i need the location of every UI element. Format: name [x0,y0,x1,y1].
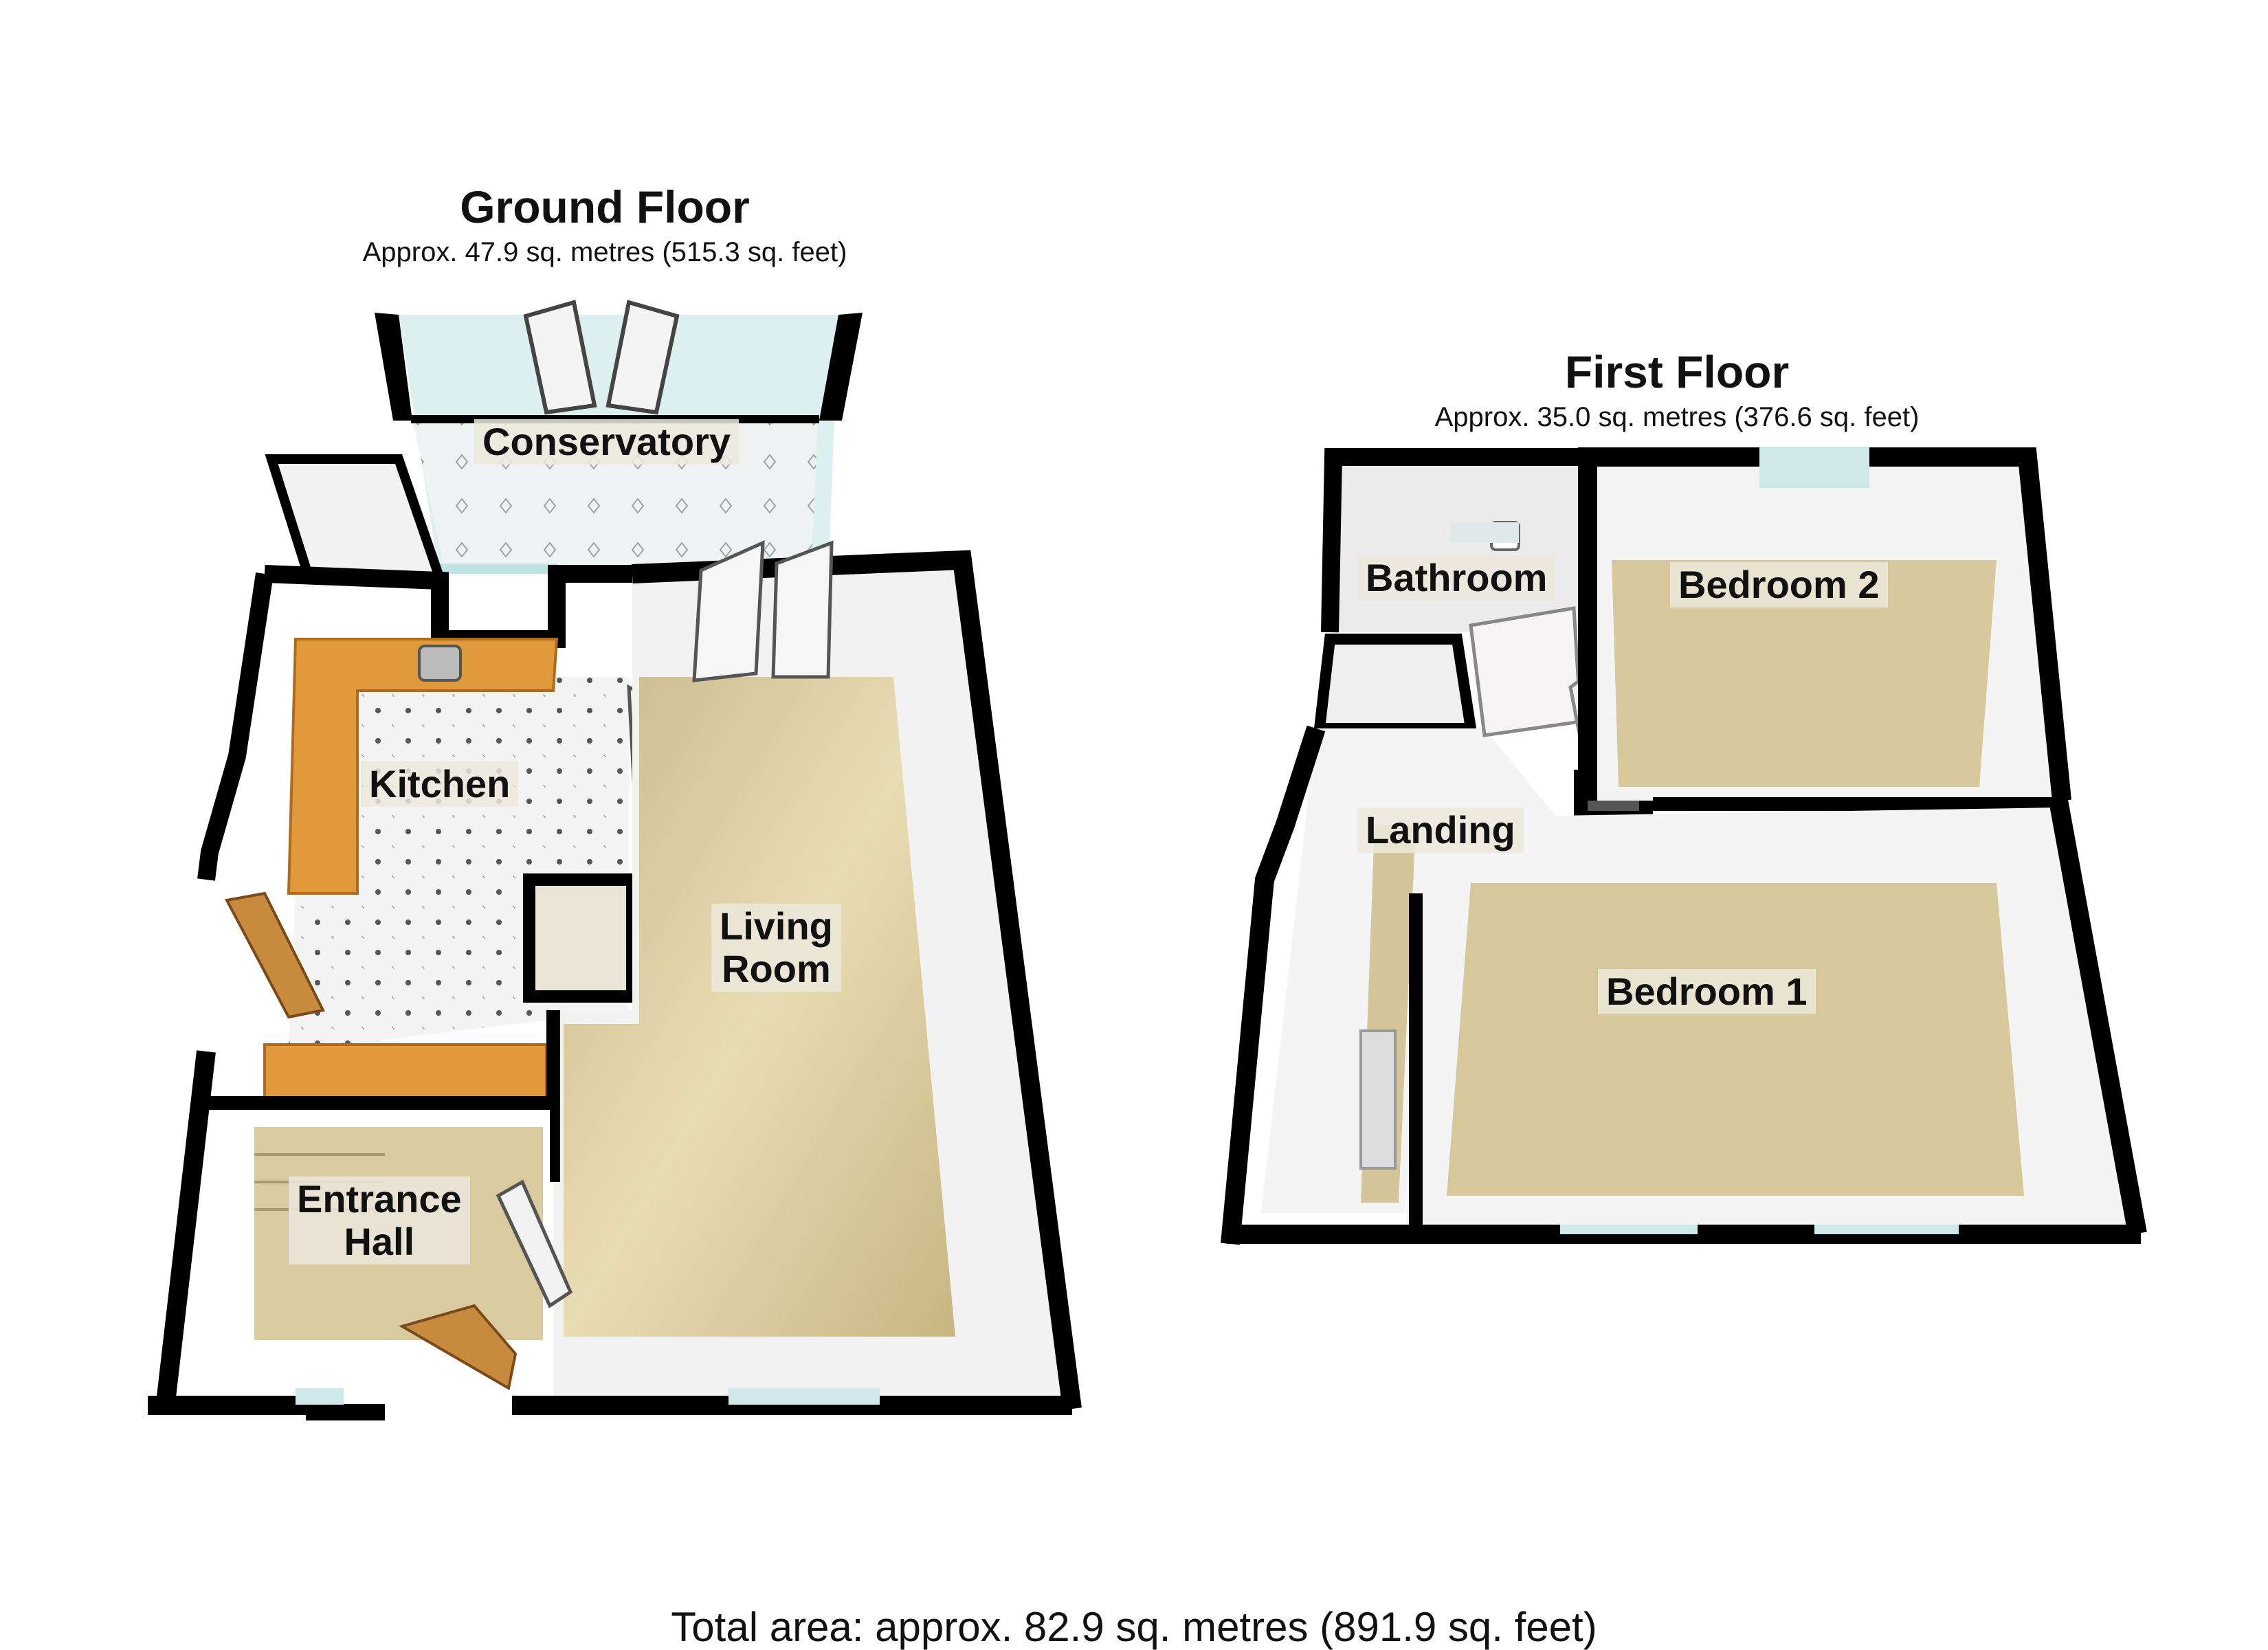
room-label-living-room: Living Room [711,904,841,992]
room-label-bedroom-2: Bedroom 2 [1670,562,1888,607]
utility-cupboard [265,454,447,583]
room-label-living-room-line1: Living [720,904,833,948]
room-label-conservatory: Conservatory [474,419,740,465]
room-label-entrance-hall: Entrance Hall [289,1177,470,1264]
understairs-cupboard [523,873,638,1003]
room-label-bathroom: Bathroom [1357,555,1556,601]
ground-floor-title: Ground Floor [460,181,750,232]
bedroom-2-room [1578,447,2071,811]
bathroom-room [1321,448,1588,633]
ground-floor-outer-wall [148,1388,1072,1420]
ground-floor-area: Approx. 47.9 sq. metres (515.3 sq. feet) [362,237,847,267]
room-label-bedroom-1: Bedroom 1 [1598,969,1816,1014]
first-floor-area: Approx. 35.0 sq. metres (376.6 sq. feet) [1434,402,1920,432]
total-area-caption: Total area: approx. 82.9 sq. metres (891… [671,1604,1597,1650]
room-label-entrance-hall-line2: Hall [344,1220,415,1263]
room-label-entrance-hall-line1: Entrance [297,1177,462,1220]
ground-floor-plan [148,300,1082,1420]
first-floor-title: First Floor [1564,346,1790,397]
airing-cupboard [1313,634,1478,734]
first-floor-outer-wall [1227,1225,2141,1244]
room-label-landing: Landing [1357,807,1524,853]
room-label-living-room-line2: Room [722,947,831,990]
bedroom-1-room [1405,799,2147,1236]
room-label-kitchen: Kitchen [361,761,519,807]
